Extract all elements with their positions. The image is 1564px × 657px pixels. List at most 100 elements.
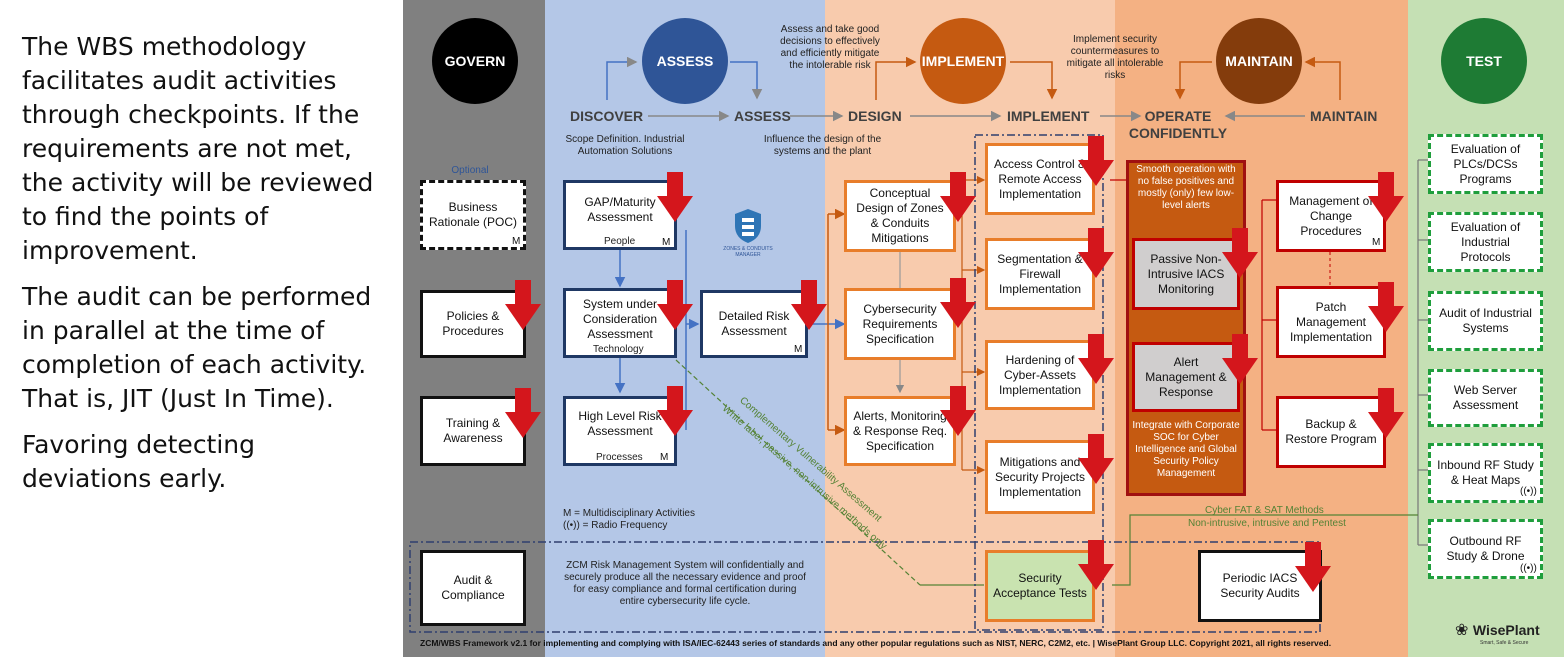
maintain-label: MAINTAIN xyxy=(1225,53,1293,69)
radio-frequency-icon: ((•)) xyxy=(563,520,580,531)
fat-note-2: Non-intrusive, intrusive and Pentest xyxy=(1188,518,1346,529)
patch-management-label: Patch Management Implementation xyxy=(1289,299,1373,344)
stage-implement: IMPLEMENT xyxy=(1007,108,1090,124)
footer-text: ZCM/WBS Framework v2.1 for implementing … xyxy=(420,638,1332,648)
legend-m: M = Multidisciplinary Activities xyxy=(563,508,695,519)
checkpoint-arrow xyxy=(791,280,827,330)
checkpoint-arrow xyxy=(1295,542,1331,592)
checkpoint-arrow xyxy=(657,280,693,330)
checkpoint-arrow xyxy=(1078,334,1114,384)
checkpoint-arrow xyxy=(940,172,976,222)
alert-management-label: Alert Management & Response xyxy=(1145,354,1227,399)
cybersecurity-req-label: Cybersecurity Requirements Specification xyxy=(862,301,938,346)
optional-note: Optional xyxy=(451,165,489,176)
periodic-audits-box[interactable]: Periodic IACS Security Audits xyxy=(1198,550,1322,622)
stage-discover: DISCOVER xyxy=(570,108,644,124)
influence-note: Influence the design of the systems and … xyxy=(763,134,882,157)
stage-operate: OPERATE CONFIDENTLY xyxy=(1128,108,1228,141)
implement-circle: IMPLEMENT xyxy=(920,18,1006,104)
suc-assessment-label: System under Consideration Assessment xyxy=(582,297,658,341)
assess-note: Assess and take good decisions to effect… xyxy=(780,24,880,71)
brand-name: WisePlant xyxy=(1472,622,1540,638)
stage-assess: ASSESS xyxy=(734,108,791,124)
govern-label: GOVERN xyxy=(444,53,506,69)
security-acceptance-label: Security Acceptance Tests xyxy=(993,571,1087,600)
training-label: Training & Awareness xyxy=(443,416,503,445)
plc-evaluation-box[interactable]: Evaluation of PLCs/DCSs Programs xyxy=(1428,134,1543,194)
protocols-evaluation-box[interactable]: Evaluation of Industrial Protocols xyxy=(1428,212,1543,272)
change-management-label: Management of Change Procedures xyxy=(1289,193,1373,238)
outbound-rf-box[interactable]: Outbound RF Study & Drone xyxy=(1428,519,1543,579)
stage-design: DESIGN xyxy=(848,108,902,124)
change-management-box[interactable]: Management of Change Procedures xyxy=(1276,180,1386,252)
test-label: TEST xyxy=(1466,53,1502,69)
implement-label: IMPLEMENT xyxy=(921,53,1005,69)
business-rationale-box[interactable]: Business Rationale (POC) xyxy=(420,180,526,250)
passive-monitoring-box[interactable]: Passive Non-Intrusive IACS Monitoring xyxy=(1132,238,1240,310)
radio-frequency-icon: ((•)) xyxy=(1520,563,1537,574)
zcm-logo-caption: ZONES & CONDUITS MANAGER xyxy=(723,246,773,258)
audit-compliance-box[interactable]: Audit & Compliance xyxy=(420,550,526,626)
patch-management-box[interactable]: Patch Management Implementation xyxy=(1276,286,1386,358)
wiseplant-leaf-icon: ❀ xyxy=(1455,622,1469,639)
inbound-rf-box[interactable]: Inbound RF Study & Heat Maps xyxy=(1428,443,1543,503)
segmentation-label: Segmentation & Firewall Implementation xyxy=(997,251,1083,296)
industrial-systems-audit-label: Audit of Industrial Systems xyxy=(1439,306,1532,335)
cybersecurity-req-box[interactable]: Cybersecurity Requirements Specification xyxy=(844,288,956,360)
checkpoint-arrow xyxy=(1368,282,1404,332)
industrial-systems-audit-box[interactable]: Audit of Industrial Systems xyxy=(1428,291,1543,351)
alerts-spec-label: Alerts, Monitoring & Response Req. Speci… xyxy=(852,408,948,453)
plc-evaluation-label: Evaluation of PLCs/DCSs Programs xyxy=(1450,141,1521,186)
maintain-circle: MAINTAIN xyxy=(1216,18,1302,104)
description-paragraph-3: Favoring detecting deviations early. xyxy=(22,430,256,493)
gap-maturity-label: GAP/Maturity Assessment xyxy=(584,195,656,224)
outbound-rf-label: Outbound RF Study & Drone xyxy=(1446,534,1525,563)
m-marker: M xyxy=(1372,237,1381,248)
test-circle: TEST xyxy=(1441,18,1527,104)
assess-label: ASSESS xyxy=(656,53,714,69)
backup-restore-box[interactable]: Backup & Restore Program xyxy=(1276,396,1386,468)
hlr-sub: Processes xyxy=(596,452,643,463)
legend-rf-row: ((•)) = Radio Frequency xyxy=(563,520,667,531)
left-description: The WBS methodology facilitates audit ac… xyxy=(22,30,392,508)
assess-circle: ASSESS xyxy=(642,18,728,104)
checkpoint-arrow xyxy=(1368,172,1404,222)
access-control-label: Access Control & Remote Access Implement… xyxy=(993,156,1087,201)
mitigations-label: Mitigations and Security Projects Implem… xyxy=(994,454,1086,499)
checkpoint-arrow xyxy=(1222,228,1258,278)
policies-box[interactable]: Policies & Procedures xyxy=(420,290,526,358)
scope-note: Scope Definition. Industrial Automation … xyxy=(565,134,685,157)
policies-label: Policies & Procedures xyxy=(442,309,504,338)
zcm-shield-icon xyxy=(733,208,763,244)
brand-tagline: Smart, Safe & Secure xyxy=(1480,640,1529,646)
m-marker: M xyxy=(794,344,803,355)
m-marker: M xyxy=(512,236,521,247)
m-marker: M xyxy=(662,237,671,248)
web-server-box[interactable]: Web Server Assessment xyxy=(1428,369,1543,427)
govern-circle: GOVERN xyxy=(432,18,518,104)
implement-note: Implement security countermeasures to mi… xyxy=(1066,34,1164,81)
checkpoint-arrow xyxy=(1078,434,1114,484)
checkpoint-arrow xyxy=(1078,540,1114,590)
checkpoint-arrow xyxy=(1078,136,1114,186)
inbound-rf-label: Inbound RF Study & Heat Maps xyxy=(1437,458,1534,487)
hardening-label: Hardening of Cyber-Assets Implementation xyxy=(998,352,1082,397)
stage-maintain: MAINTAIN xyxy=(1310,108,1378,124)
checkpoint-arrow xyxy=(940,278,976,328)
fat-note-1: Cyber FAT & SAT Methods xyxy=(1205,505,1324,516)
gap-sub: People xyxy=(604,236,636,247)
periodic-audits-label: Periodic IACS Security Audits xyxy=(1220,571,1300,600)
checkpoint-arrow xyxy=(505,280,541,330)
m-marker: M xyxy=(660,452,669,463)
legend-rf: = Radio Frequency xyxy=(582,520,668,531)
radio-frequency-icon: ((•)) xyxy=(1520,486,1537,497)
alerts-spec-box[interactable]: Alerts, Monitoring & Response Req. Speci… xyxy=(844,396,956,466)
operate-column xyxy=(1126,160,1246,496)
access-control-box[interactable]: Access Control & Remote Access Implement… xyxy=(985,143,1095,215)
web-server-label: Web Server Assessment xyxy=(1452,383,1519,412)
zcm-note: ZCM Risk Management System will confiden… xyxy=(564,560,806,607)
checkpoint-arrow xyxy=(1078,228,1114,278)
checkpoint-arrow xyxy=(657,172,693,222)
detailed-risk-label: Detailed Risk Assessment xyxy=(718,309,790,338)
soc-note: Integrate with Corporate SOC for Cyber I… xyxy=(1132,420,1240,479)
